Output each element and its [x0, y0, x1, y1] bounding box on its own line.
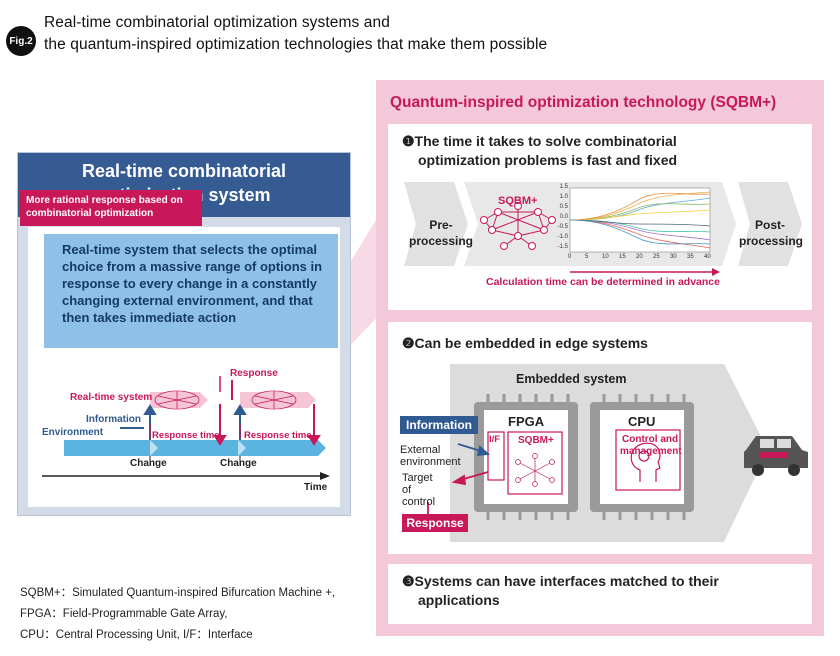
fpga-label: FPGA — [508, 414, 545, 429]
section2-title: ❷Can be embedded in edge systems — [402, 335, 648, 351]
x-tick-label: 40 — [704, 254, 711, 260]
rational-response-label: More rational response based on combinat… — [20, 190, 202, 226]
preprocessing-label-2: processing — [408, 234, 474, 248]
y-tick-label: 0.5 — [559, 204, 568, 210]
rational-label-line-1: More rational response based on — [26, 195, 183, 206]
section1-title-line-2: optimization problems is fast and fixed — [418, 152, 678, 168]
section-fast-fixed: ❶The time it takes to solve combinatoria… — [388, 124, 812, 310]
section3-title-line-1: ❸Systems can have interfaces matched to … — [402, 573, 719, 589]
figure-title-line-2: the quantum-inspired optimization techno… — [44, 36, 548, 53]
calculation-time-label: Calculation time can be determined in ad… — [486, 276, 720, 288]
figure-title-line-1: Real-time combinatorial optimization sys… — [44, 14, 390, 31]
cpu-label: CPU — [628, 414, 656, 429]
y-tick-label: 0.0 — [559, 214, 568, 220]
x-tick-label: 5 — [585, 254, 589, 260]
section3-title-line-2: applications — [418, 592, 500, 608]
x-tick-label: 20 — [636, 254, 643, 260]
realtime-system-label: Real-time system — [70, 392, 153, 403]
x-tick-label: 10 — [602, 254, 609, 260]
target-label-2: of — [402, 484, 412, 496]
right-panel: Quantum-inspired optimization technology… — [376, 80, 824, 636]
rational-label-line-2: combinatorial optimization — [26, 208, 154, 219]
left-title-line-1: Real-time combinatorial — [81, 161, 287, 181]
realtime-system-band — [150, 392, 208, 408]
x-tick-label: 15 — [619, 254, 626, 260]
embedded-diagram — [427, 364, 808, 542]
section-interfaces: ❸Systems can have interfaces matched to … — [388, 564, 812, 624]
processing-flow — [404, 182, 802, 276]
response-tag: Response — [402, 514, 468, 532]
control-label-1: Control and — [622, 434, 679, 445]
external-label-1: External — [400, 444, 441, 456]
description-line: changing external environment, and that — [62, 293, 313, 308]
change-label-2: Change — [220, 458, 257, 469]
legend-line-1: SQBM+：Simulated Quantum-inspired Bifurca… — [20, 587, 336, 599]
y-tick-label: -1.0 — [557, 234, 568, 240]
legend-line-2: FPGA：Field-Programmable Gate Array, — [20, 608, 228, 620]
response-label: Response — [230, 368, 278, 379]
change-label-1: Change — [130, 458, 167, 469]
y-tick-label: -0.5 — [557, 224, 568, 230]
sqbm-label: SQBM+ — [498, 195, 538, 207]
postprocessing-label-2: processing — [738, 234, 804, 248]
external-label-2: environment — [400, 456, 461, 468]
time-axis-label: Time — [304, 482, 328, 493]
embedded-system-label: Embedded system — [516, 372, 627, 386]
control-label-2: management — [620, 446, 682, 457]
legend-line-3: CPU：Central Processing Unit, I/F：Interfa… — [20, 629, 253, 641]
if-label: I/F — [489, 434, 501, 445]
x-tick-label: 30 — [670, 254, 677, 260]
target-label-3: control — [402, 496, 436, 508]
environment-label: Environment — [42, 427, 104, 438]
x-tick-label: 0 — [568, 254, 572, 260]
x-tick-label: 25 — [653, 254, 660, 260]
target-label-1: Target — [402, 472, 433, 484]
car-icon — [744, 436, 808, 476]
description-line: response to every change in a constantly — [62, 276, 318, 291]
response-time-label-2: Response time — [244, 430, 312, 441]
information-tag: Information — [400, 416, 478, 434]
sqbm-box-label: SQBM+ — [518, 435, 554, 446]
description-line: choice from a massive range of options i… — [62, 259, 323, 274]
right-panel-title: Quantum-inspired optimization technology… — [390, 94, 777, 111]
realtime-description: Real-time system that selects the optima… — [44, 234, 338, 348]
y-tick-label: 1.0 — [559, 194, 568, 200]
y-tick-label: 1.5 — [559, 184, 568, 190]
postprocessing-label-1: Post- — [755, 218, 785, 232]
section-edge-embedded: ❷Can be embedded in edge systems — [388, 322, 812, 554]
preprocessing-label-1: Pre- — [429, 218, 453, 232]
environment-band — [64, 440, 326, 456]
left-panel-body: Real-time system that selects the optima… — [28, 227, 340, 507]
figure-badge: Fig.2 — [6, 26, 36, 56]
y-tick-label: -1.5 — [557, 244, 568, 250]
section1-title-line-1: ❶The time it takes to solve combinatoria… — [402, 133, 677, 149]
information-label: Information — [86, 414, 141, 425]
response-time-label-1: Response time — [152, 430, 220, 441]
description-line: then takes immediate action — [62, 310, 237, 325]
x-tick-label: 35 — [687, 254, 694, 260]
description-line: Real-time system that selects the optima… — [62, 242, 318, 257]
